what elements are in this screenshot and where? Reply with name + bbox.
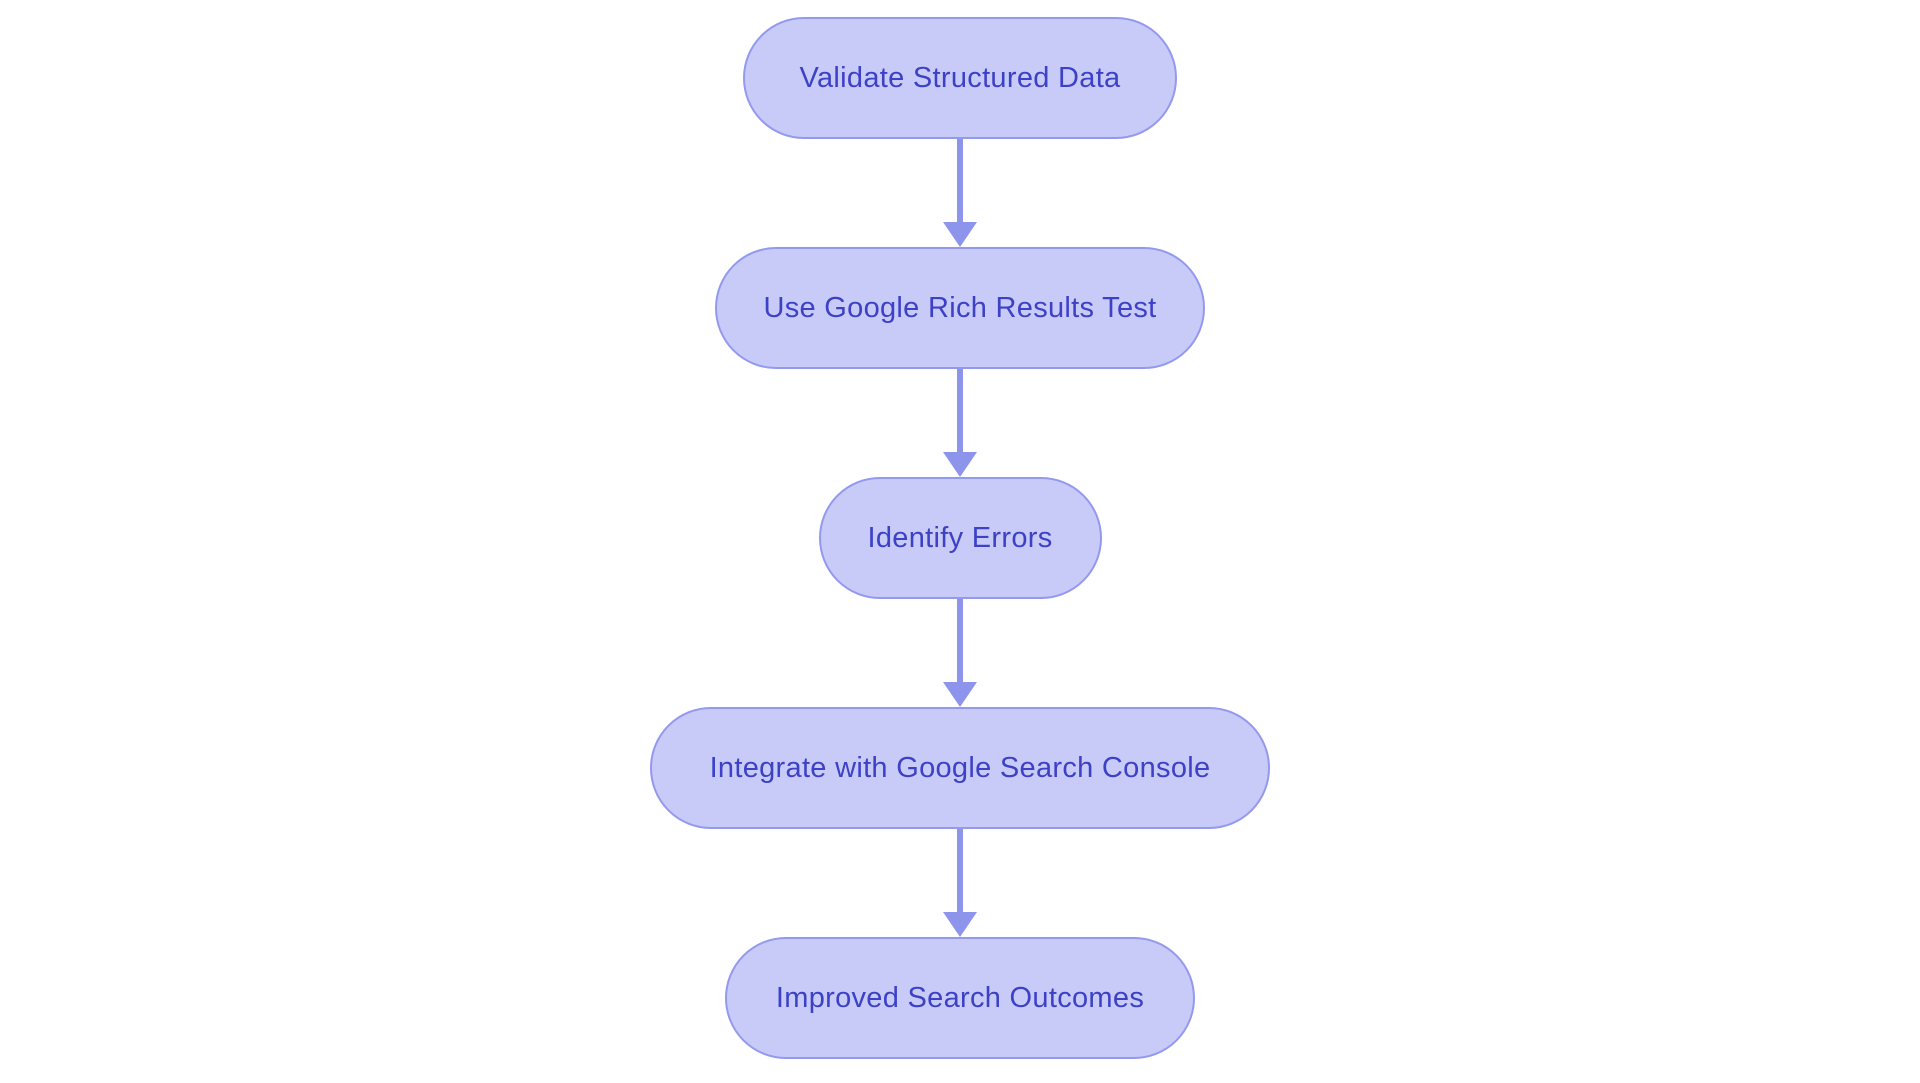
arrowhead-down-icon (943, 912, 977, 937)
node-label: Validate Structured Data (799, 61, 1121, 94)
flow-node-identify-errors: Identify Errors (818, 477, 1102, 599)
node-label: Integrate with Google Search Console (709, 751, 1211, 784)
arrow-line (957, 369, 963, 452)
arrow-line (957, 139, 963, 222)
arrow-line (957, 599, 963, 682)
flow-node-integrate-with-google-search-console: Integrate with Google Search Console (650, 707, 1270, 829)
arrow-line (957, 829, 963, 912)
node-label: Use Google Rich Results Test (763, 291, 1157, 324)
node-label: Improved Search Outcomes (775, 981, 1145, 1014)
connector-arrow-3 (943, 599, 977, 707)
node-label: Identify Errors (867, 521, 1053, 554)
flow-node-improved-search-outcomes: Improved Search Outcomes (725, 937, 1195, 1059)
flow-node-use-google-rich-results-test: Use Google Rich Results Test (715, 247, 1205, 369)
connector-arrow-2 (943, 369, 977, 477)
arrowhead-down-icon (943, 682, 977, 707)
arrowhead-down-icon (943, 452, 977, 477)
flow-node-validate-structured-data: Validate Structured Data (743, 17, 1177, 139)
connector-arrow-4 (943, 829, 977, 937)
connector-arrow-1 (943, 139, 977, 247)
arrowhead-down-icon (943, 222, 977, 247)
